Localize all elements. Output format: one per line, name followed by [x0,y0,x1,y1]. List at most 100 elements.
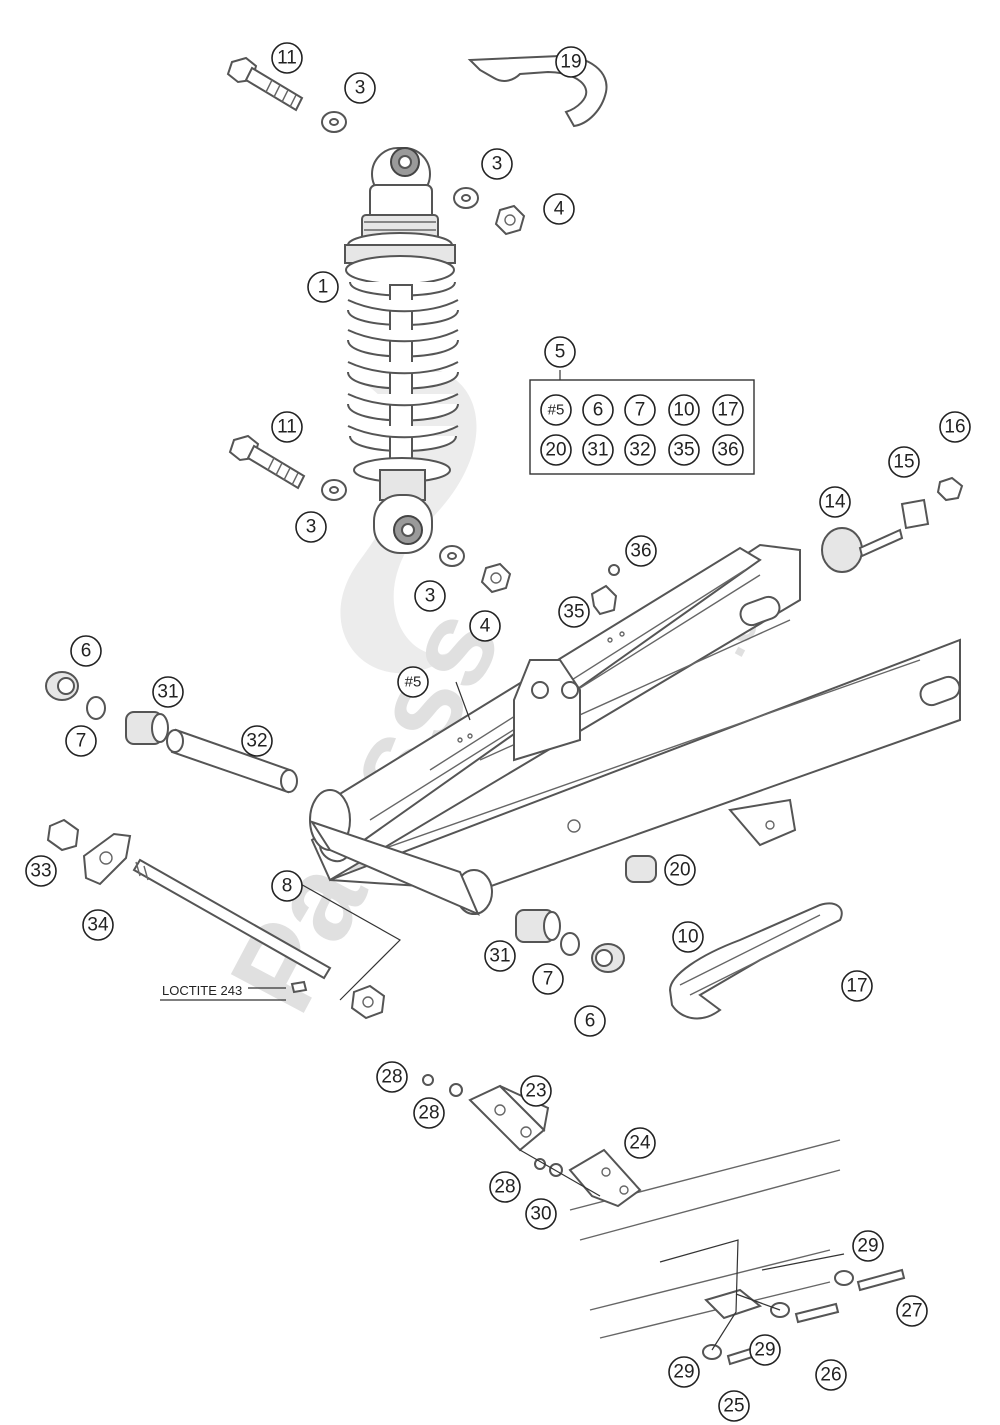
pivot-shaft [132,858,332,980]
adjuster-plate [900,498,930,530]
callout-35: 35 [558,596,590,628]
spacer-right [625,855,657,883]
callout-4: 4 [543,193,575,225]
small-washer-30 [549,1163,563,1177]
leader-lines [248,681,845,1351]
washer-29-a [834,1270,854,1286]
svg-text:30: 30 [530,1204,551,1225]
callout-10: 10 [672,921,704,953]
swingarm [309,543,961,916]
frame-rail [569,1139,841,1339]
callout-3: 3 [344,72,376,104]
washer-c-hole [329,486,339,494]
washer-d-hole [447,552,457,560]
kit-item: 31 [587,440,608,461]
bolt-lower [228,434,306,490]
guide-clip [590,584,618,616]
callout-31: 31 [484,940,516,972]
kit-box [529,379,755,475]
callout-33: 33 [25,855,57,887]
washer-a-hole [329,118,339,126]
callout-14: 14 [819,486,851,518]
svg-text:35: 35 [563,602,584,623]
kit-item-list: #5 6 7 10 17 20 31 32 35 36 [540,394,744,466]
callout-7: 7 [532,963,564,995]
svg-text:15: 15 [893,452,914,473]
kit-box-callout: 5 [544,336,576,368]
small-screw [608,564,620,576]
svg-text:31: 31 [157,682,178,703]
svg-text:6: 6 [585,1011,596,1032]
svg-text:24: 24 [629,1133,651,1154]
nut-a [494,204,526,236]
callout-1: 1 [307,271,339,303]
callout-30: 30 [525,1198,557,1230]
svg-text:4: 4 [554,199,565,220]
bracket-plate [568,1148,642,1208]
svg-text:11: 11 [277,48,297,69]
callout-16: 16 [939,411,971,443]
callout-8: 8 [271,870,303,902]
shock-absorber [344,147,459,554]
bolt-27 [856,1268,906,1292]
svg-text:28: 28 [494,1177,515,1198]
adjust-plate [82,832,132,886]
svg-text:25: 25 [723,1396,744,1417]
callout-25: 25 [718,1390,750,1422]
svg-text:20: 20 [669,860,690,881]
kit-item: 32 [629,440,650,461]
adjuster-block [821,527,863,573]
kit-item: 35 [673,440,694,461]
callout-11: 11 [271,42,303,74]
svg-text:29: 29 [857,1236,878,1257]
small-nut-a [422,1074,434,1086]
callout-36: 36 [625,535,657,567]
kit-item: 10 [673,400,694,421]
callout-3: 3 [481,148,513,180]
svg-text:29: 29 [673,1362,694,1383]
callout-31: 31 [152,676,184,708]
svg-text:7: 7 [76,731,87,752]
washer-b-hole [461,194,471,202]
callout-28: 28 [413,1097,445,1129]
callout-34: 34 [82,909,114,941]
callout-20: 20 [664,854,696,886]
svg-text:26: 26 [820,1365,841,1386]
bolt-26 [794,1302,840,1324]
adjuster-nut [936,476,964,502]
svg-text:10: 10 [677,927,698,948]
kit-item: #5 [548,402,565,419]
svg-text:31: 31 [489,946,510,967]
callout-4: 4 [469,610,501,642]
callout-24: 24 [624,1127,656,1159]
bolt-upper [226,56,304,112]
callout-29: 29 [852,1230,884,1262]
o-ring-right [560,932,580,956]
o-ring-left [86,696,106,720]
callout-28: 28 [489,1171,521,1203]
svg-text:29: 29 [754,1340,775,1361]
kit-item: 6 [593,400,604,421]
callout-32: 32 [241,725,273,757]
callout-19: 19 [555,46,587,78]
callout-29: 29 [668,1356,700,1388]
callout-11: 11 [271,411,303,443]
chain-slider [668,902,843,1020]
callout-23: 23 [520,1075,552,1107]
loctite-note: LOCTITE 243 [162,983,242,998]
svg-text:5: 5 [555,342,566,363]
svg-text:4: 4 [480,616,491,637]
svg-text:36: 36 [630,541,651,562]
svg-text:33: 33 [30,861,51,882]
kit-item: 20 [545,440,566,461]
svg-text:3: 3 [492,154,503,175]
callout-26: 26 [815,1359,847,1391]
svg-text:#5: #5 [405,674,422,691]
svg-text:34: 34 [87,915,109,936]
svg-text:28: 28 [418,1103,439,1124]
pivot-nut [350,984,386,1020]
kit-item: 17 [717,400,738,421]
svg-text:8: 8 [282,876,293,897]
kit-item: 36 [717,440,738,461]
